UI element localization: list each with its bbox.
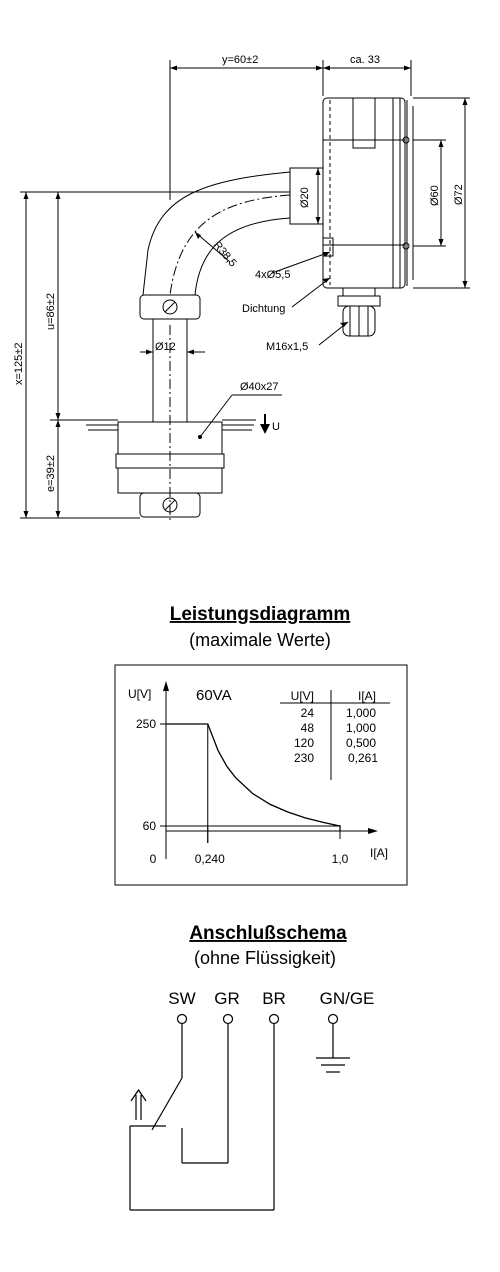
- anschluss-section: Anschlußschema (ohne Flüssigkeit) SW GR …: [129, 923, 375, 1211]
- dim-d20: Ø20: [299, 187, 311, 208]
- table-cell: 120: [294, 736, 314, 750]
- terminal-label-sw: SW: [168, 989, 195, 1008]
- y-axis-label: U[V]: [128, 687, 151, 701]
- wiring-schematic: [129, 1013, 350, 1211]
- xtick-label-10: 1,0: [332, 852, 349, 866]
- dim-float: Ø40x27: [240, 381, 279, 393]
- terminal-label-gr: GR: [214, 989, 240, 1008]
- table-cell: 24: [301, 706, 315, 720]
- values-table: U[V] I[A] 24 1,000 48 1,000 120 0,500 23…: [280, 689, 390, 780]
- origin-label: 0: [150, 852, 157, 866]
- x-axis-label: I[A]: [370, 846, 388, 860]
- dim-y: y=60±2: [222, 54, 258, 66]
- dim-x: x=125±2: [13, 343, 25, 385]
- dim-d72: Ø72: [453, 184, 465, 205]
- technical-drawing: y=60±2 ca. 33 Ø72 Ø60 Ø20 R38,5 4xØ5,5 D…: [13, 54, 470, 520]
- dim-seal: Dichtung: [242, 303, 285, 315]
- dim-U: U: [272, 421, 280, 433]
- anschluss-title: Anschlußschema: [189, 923, 347, 944]
- dim-thread: M16x1,5: [266, 341, 308, 353]
- table-header-u: U[V]: [291, 689, 314, 703]
- table-cell: 1,000: [346, 706, 376, 720]
- table-cell: 1,000: [346, 721, 376, 735]
- dim-d60: Ø60: [429, 185, 441, 206]
- x-axis-arrow: [368, 828, 378, 834]
- terminal-label-gnge: GN/GE: [320, 989, 375, 1008]
- table-cell: 230: [294, 751, 314, 765]
- table-cell: 0,500: [346, 736, 376, 750]
- terminal-gr: [222, 1013, 234, 1025]
- leistung-section: Leistungsdiagramm (maximale Werte) U[V] …: [114, 604, 408, 886]
- terminal-br: [268, 1013, 280, 1025]
- xtick-label-0240: 0,240: [195, 852, 225, 866]
- dim-u: u=86±2: [45, 293, 57, 330]
- ytick-label-60: 60: [143, 819, 157, 833]
- leistung-title: Leistungsdiagramm: [170, 604, 351, 625]
- table-header-i: I[A]: [358, 689, 376, 703]
- power-label: 60VA: [196, 687, 232, 704]
- dim-d12: Ø12: [155, 341, 176, 353]
- ytick-label-250: 250: [136, 717, 156, 731]
- power-curve: [166, 723, 341, 831]
- dim-holes: 4xØ5,5: [255, 269, 290, 281]
- dim-e: e=39±2: [45, 455, 57, 492]
- terminal-sw: [176, 1013, 188, 1025]
- dim-ca: ca. 33: [350, 54, 380, 66]
- terminal-label-br: BR: [262, 989, 286, 1008]
- table-cell: 0,261: [348, 751, 378, 765]
- dim-r38: R38,5: [211, 239, 239, 269]
- chart-frame: [114, 664, 408, 886]
- y-axis-arrow: [163, 681, 169, 691]
- table-cell: 48: [301, 721, 315, 735]
- power-chart: U[V] I[A] 60VA 0 250 60 0,240 1,0: [128, 681, 388, 866]
- anschluss-subtitle: (ohne Flüssigkeit): [194, 948, 336, 968]
- terminal-gnge: [327, 1013, 339, 1025]
- leistung-subtitle: (maximale Werte): [189, 630, 331, 650]
